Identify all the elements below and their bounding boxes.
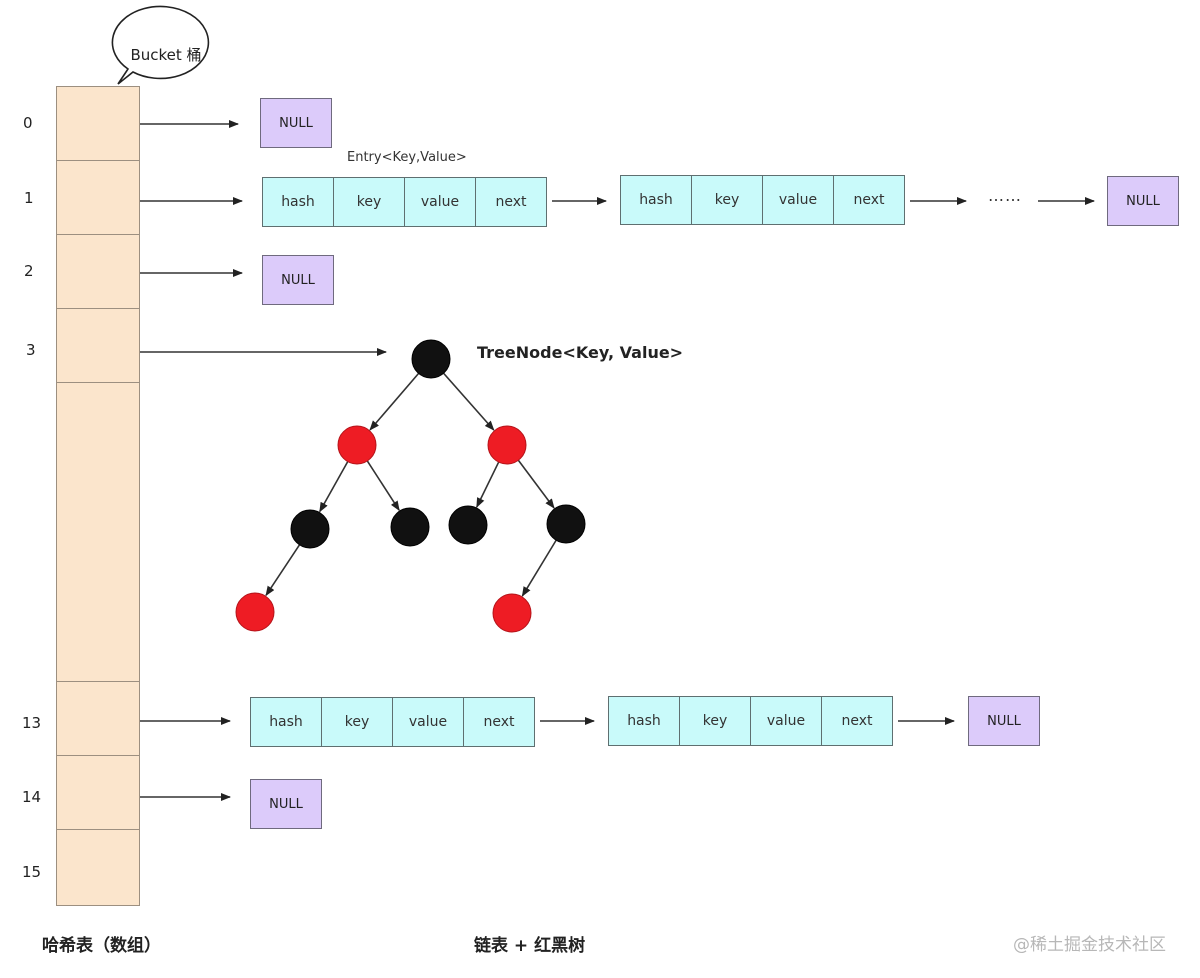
bucket-cell-gap [56, 382, 140, 682]
null-box: NULL [1107, 176, 1179, 226]
bucket-cell-13 [56, 681, 140, 756]
bucket-callout-text: Bucket 桶 [130, 46, 201, 64]
bucket-index: 14 [22, 788, 42, 806]
tree-edge [319, 461, 349, 513]
bucket-index: 1 [24, 189, 34, 207]
field-next: next [463, 697, 535, 747]
tree-edge [369, 372, 420, 431]
bucket-index: 3 [26, 341, 36, 359]
bucket-cell-0 [56, 86, 140, 161]
field-hash: hash [262, 177, 334, 227]
field-key: key [321, 697, 393, 747]
bucket-index: 13 [22, 714, 42, 732]
tree-node-black [546, 504, 586, 544]
tree-node-red [337, 425, 377, 465]
bucket-index: 0 [23, 114, 33, 132]
tree-edge [442, 372, 495, 431]
field-value: value [404, 177, 476, 227]
tree-edge [476, 461, 500, 508]
hash-table-caption: 哈希表（数组） [42, 936, 161, 956]
field-key: key [679, 696, 751, 746]
tree-node-red [492, 593, 532, 633]
tree-edge [521, 539, 557, 597]
entry-node: hash key value next [262, 177, 547, 227]
tree-edge [366, 460, 400, 512]
null-box: NULL [250, 779, 322, 829]
field-key: key [691, 175, 763, 225]
field-value: value [392, 697, 464, 747]
tree-node-black [411, 339, 451, 379]
field-next: next [821, 696, 893, 746]
treenode-label: TreeNode<Key, Value> [477, 343, 684, 362]
tree-node-black [448, 505, 488, 545]
tree-node-black [290, 509, 330, 549]
tree-edge [265, 544, 301, 597]
callout-bubble-shape [111, 5, 210, 85]
field-key: key [333, 177, 405, 227]
field-hash: hash [250, 697, 322, 747]
bucket-cell-2 [56, 234, 140, 309]
field-hash: hash [620, 175, 692, 225]
ellipsis: …… [988, 186, 1022, 205]
bucket-index: 15 [22, 863, 42, 881]
red-black-tree [235, 339, 586, 633]
null-box: NULL [262, 255, 334, 305]
bucket-cell-1 [56, 160, 140, 235]
bucket-index: 2 [24, 262, 34, 280]
field-next: next [475, 177, 547, 227]
tree-node-red [487, 425, 527, 465]
tree-edge [517, 459, 555, 509]
bucket-callout: Bucket 桶 [111, 5, 210, 85]
watermark: @稀土掘金技术社区 [1013, 935, 1166, 955]
field-hash: hash [608, 696, 680, 746]
field-value: value [750, 696, 822, 746]
null-box: NULL [260, 98, 332, 148]
null-box: NULL [968, 696, 1040, 746]
bucket-cell-3 [56, 308, 140, 383]
list-tree-caption: 链表 + 红黑树 [474, 936, 586, 956]
bucket-cell-14 [56, 755, 140, 830]
tree-node-black [390, 507, 430, 547]
field-next: next [833, 175, 905, 225]
tree-node-red [235, 592, 275, 632]
field-value: value [762, 175, 834, 225]
tree-edges [265, 372, 557, 597]
entry-node: hash key value next [608, 696, 893, 746]
entry-label: Entry<Key,Value> [347, 150, 467, 165]
entry-node: hash key value next [620, 175, 905, 225]
bucket-cell-15 [56, 829, 140, 906]
entry-node: hash key value next [250, 697, 535, 747]
